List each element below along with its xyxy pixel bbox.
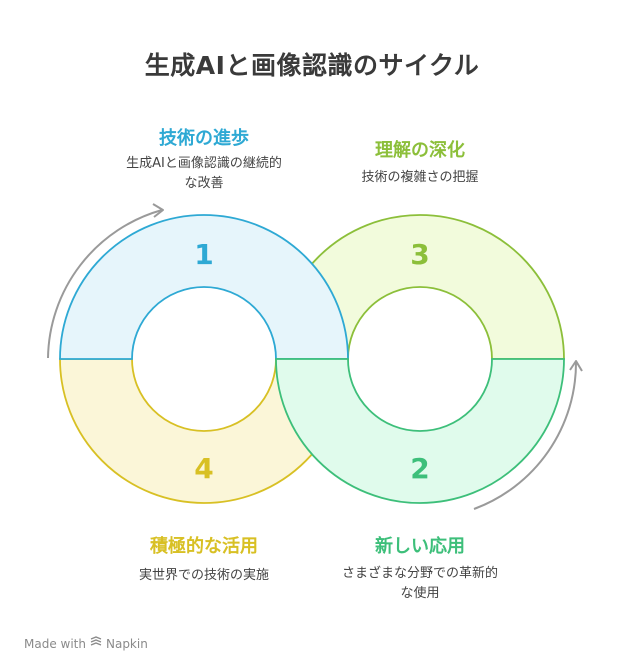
stage-title-4: 積極的な活用: [150, 536, 258, 557]
footer: Made with Napkin: [24, 636, 148, 651]
stage-desc-2-line-2: な使用: [400, 586, 440, 601]
stage-number-2: 2: [410, 452, 429, 485]
arrow-bottom-right-head: [569, 360, 583, 372]
stage-desc-2: さまざまな分野での革新的 な使用: [310, 564, 530, 604]
arrow-top-left-head: [152, 203, 164, 218]
napkin-logo-icon: [90, 636, 102, 651]
stage-desc-4-line-1: 実世界での技術の実施: [138, 568, 269, 583]
stage-number-4: 4: [194, 452, 213, 485]
diagram-title: 生成AIと画像認識のサイクル: [144, 51, 480, 80]
stage-title-2: 新しい応用: [375, 536, 465, 557]
arrow-bottom-right: [473, 361, 578, 510]
stage-desc-4: 実世界での技術の実施: [94, 566, 314, 586]
footer-brand[interactable]: Napkin: [105, 636, 148, 651]
stage-desc-1: 生成AIと画像認識の継続的 な改善: [94, 154, 314, 194]
stage-desc-1-line-2: な改善: [184, 176, 224, 191]
segment-3: [275, 214, 565, 360]
stage-number-3: 3: [410, 238, 429, 271]
stage-desc-1-line-1: 生成AIと画像認識の継続的: [126, 156, 282, 171]
arrow-top-left: [47, 209, 163, 359]
segment-1: [59, 214, 349, 360]
stage-desc-2-line-1: さまざまな分野での革新的: [341, 566, 498, 581]
stage-title-3: 理解の深化: [375, 140, 465, 161]
footer-made-with: Made with: [24, 636, 86, 651]
stage-desc-3-line-1: 技術の複雑さの把握: [361, 170, 479, 185]
stage-number-1: 1: [194, 238, 213, 271]
segment-2: [275, 358, 565, 504]
stage-desc-3: 技術の複雑さの把握: [310, 168, 530, 188]
stage-title-1: 技術の進歩: [159, 128, 249, 149]
